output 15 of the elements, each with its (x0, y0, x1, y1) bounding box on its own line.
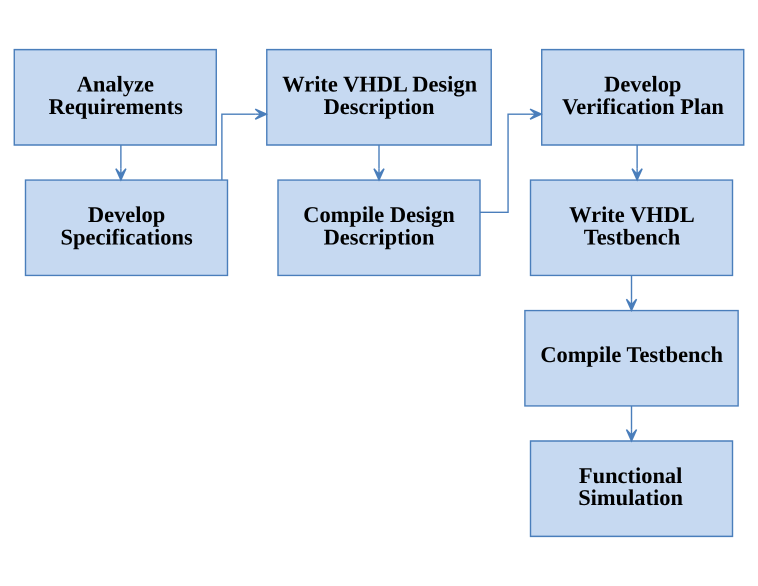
arrow (115, 145, 127, 181)
node-box: Functional Simulation (530, 440, 734, 538)
arrow (221, 108, 268, 180)
arrow (480, 108, 542, 214)
arrow (631, 145, 643, 181)
node-box: Develop Verification Plan (541, 48, 744, 146)
node-box: Write VHDL Testbench (530, 179, 734, 276)
arrow (626, 406, 638, 442)
arrow (373, 145, 385, 181)
node-box: Compile Design Description (277, 179, 481, 276)
node-box: Compile Testbench (524, 310, 739, 407)
arrow (626, 276, 638, 312)
node-box: Write VHDL Design Description (266, 48, 492, 146)
node-box: Analyze Requirements (14, 48, 217, 146)
node-box: Develop Specifications (24, 179, 228, 276)
